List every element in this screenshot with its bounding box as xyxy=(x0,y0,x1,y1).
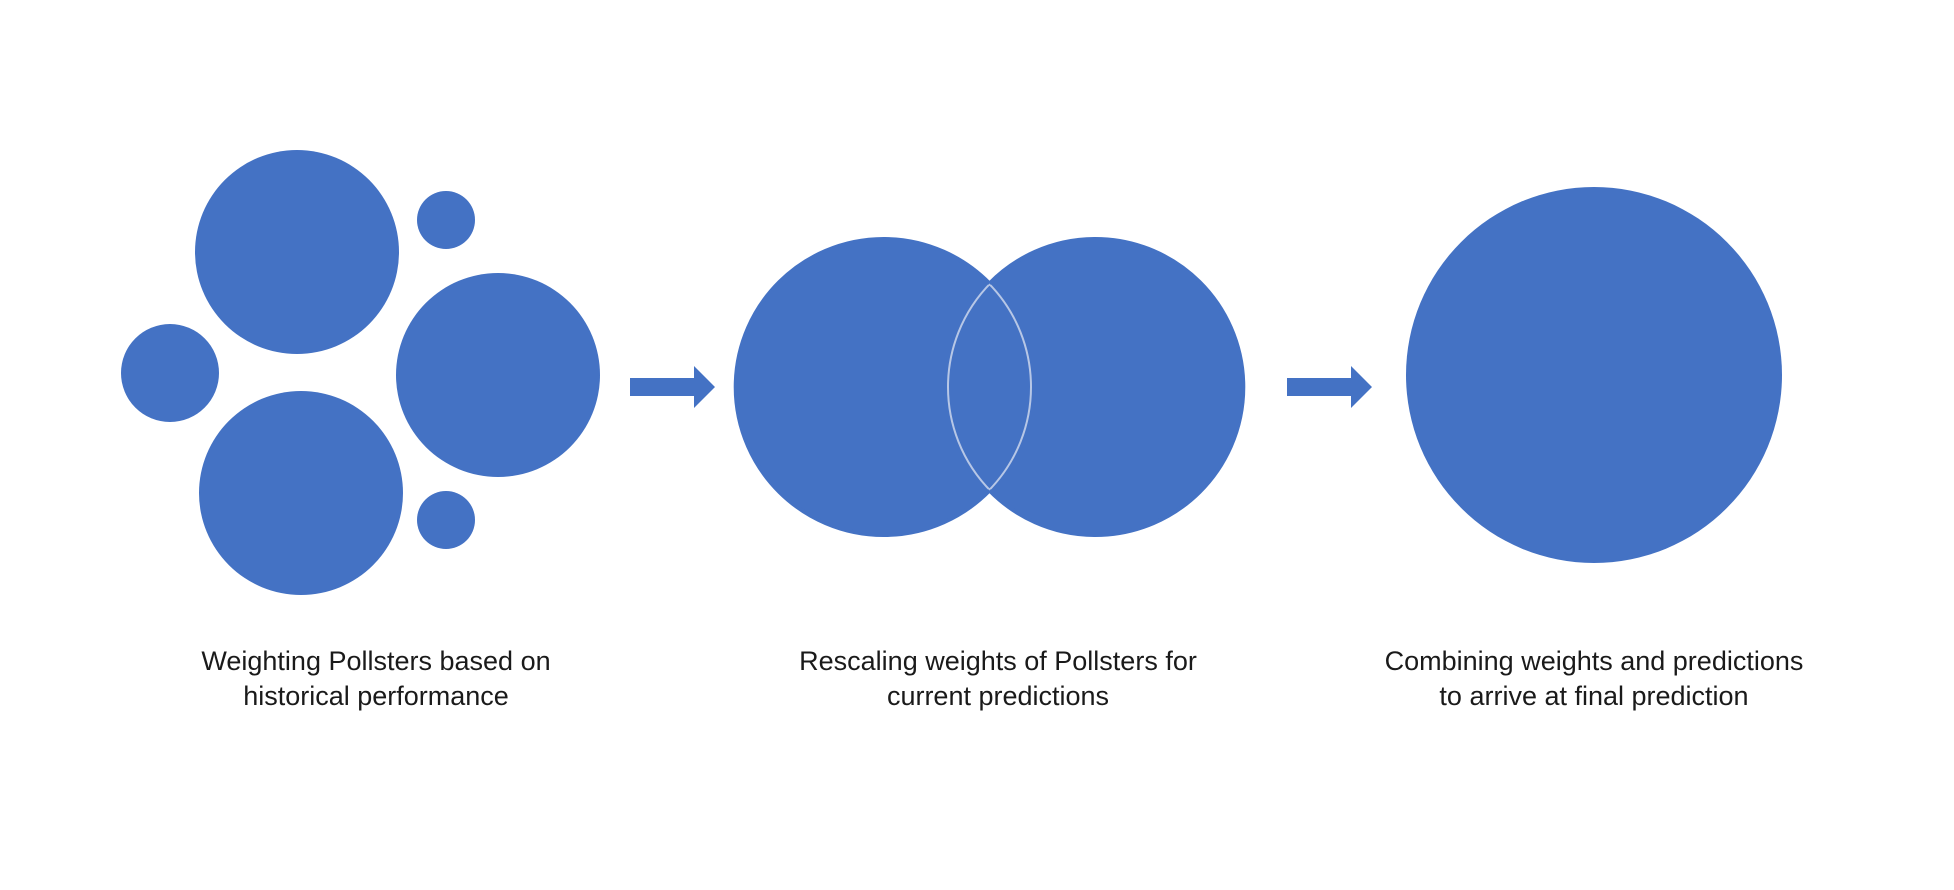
outline-mask-left xyxy=(733,237,991,537)
pollster-circle-large-top xyxy=(195,150,399,354)
stage-1-pollster-circles xyxy=(121,150,600,595)
step-1-caption-line-1: Weighting Pollsters based on xyxy=(201,646,551,676)
step-3-caption-line-2: to arrive at final prediction xyxy=(1439,681,1749,711)
step-3-caption: Combining weights and predictions to arr… xyxy=(1314,644,1874,714)
rescaled-circle-right xyxy=(948,239,1244,535)
final-prediction-circle xyxy=(1406,187,1782,563)
pollster-circle-medium-left xyxy=(121,324,219,422)
rescaled-circle-left xyxy=(735,239,1031,535)
stage-2-overlapping-circles xyxy=(733,237,1246,537)
step-3-caption-line-1: Combining weights and predictions xyxy=(1384,646,1804,676)
step-2-caption-line-1: Rescaling weights of Pollsters for xyxy=(799,646,1197,676)
outline-mask-right xyxy=(988,237,1246,537)
pollster-circle-small-bottom xyxy=(417,491,475,549)
pollster-circle-large-right xyxy=(396,273,600,477)
step-1-caption: Weighting Pollsters based on historical … xyxy=(96,644,656,714)
right-arrow-icon xyxy=(630,366,715,408)
step-2-caption: Rescaling weights of Pollsters for curre… xyxy=(718,644,1278,714)
step-1-caption-line-2: historical performance xyxy=(243,681,509,711)
right-arrow-icon xyxy=(1287,366,1372,408)
step-2-caption-line-2: current predictions xyxy=(886,681,1110,711)
pollster-circle-large-bottom xyxy=(199,391,403,595)
pollster-circle-small-top xyxy=(417,191,475,249)
